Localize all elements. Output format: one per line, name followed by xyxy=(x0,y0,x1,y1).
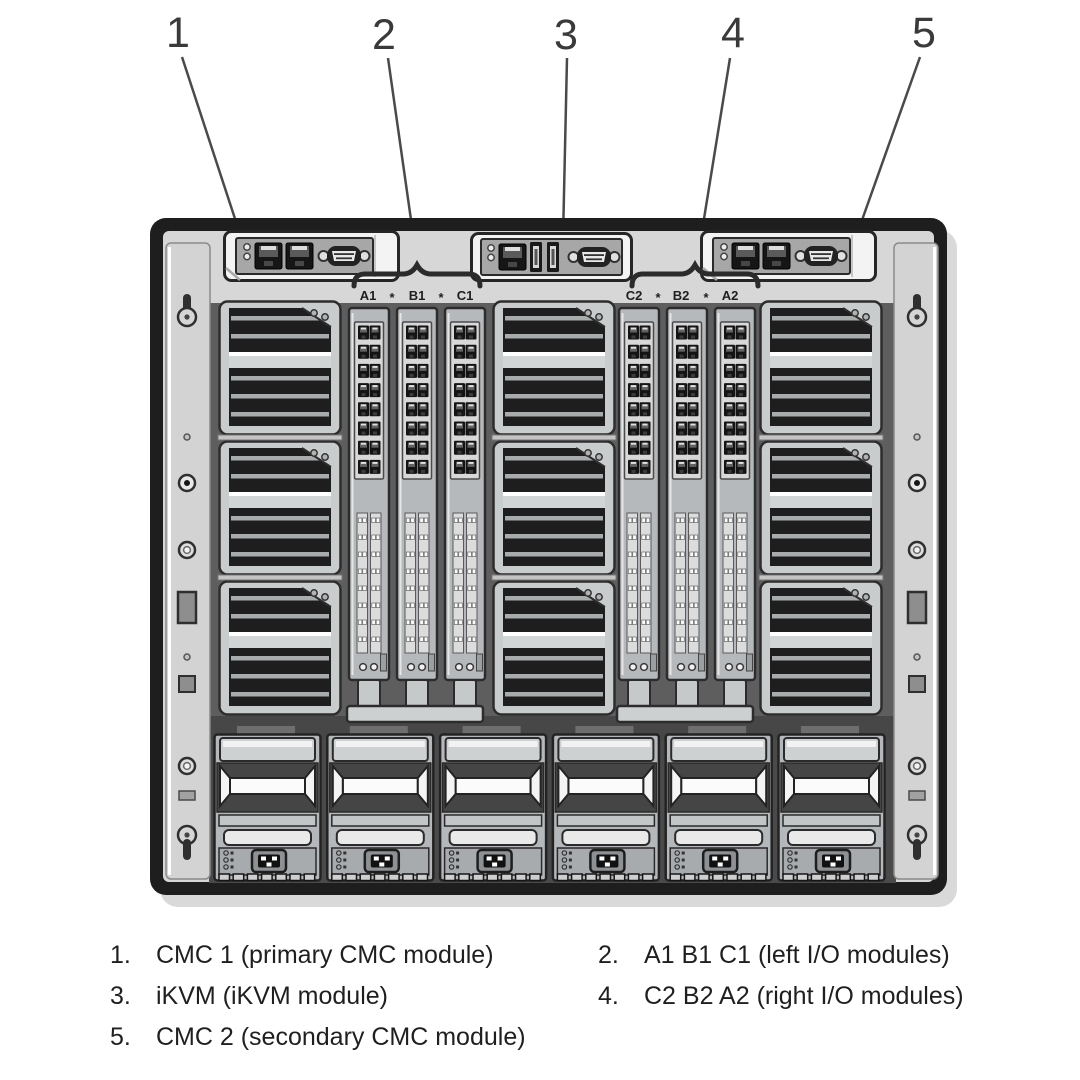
legend-item-3: 3. iKVM (iKVM module) xyxy=(110,982,388,1011)
psu-6 xyxy=(777,724,886,882)
io-module-a1 xyxy=(349,308,389,710)
legend-label: iKVM (iKVM module) xyxy=(156,982,388,1010)
legend-number: 4. xyxy=(598,982,619,1010)
blank-panel xyxy=(218,300,342,436)
io-module-b2 xyxy=(667,308,707,710)
blank-panel xyxy=(759,300,883,436)
callout-line-1 xyxy=(180,56,242,235)
legend-item-5: 5. CMC 2 (secondary CMC module) xyxy=(110,1023,526,1052)
io-label-b2: B2 xyxy=(673,288,690,303)
legend-label: A1 B1 C1 (left I/O modules) xyxy=(644,941,950,969)
callout-number-2: 2 xyxy=(372,11,396,59)
right-mounting-rail xyxy=(893,242,939,880)
legend-number: 5. xyxy=(110,1023,131,1051)
io-label-separator: * xyxy=(389,290,395,305)
io-label-a2: A2 xyxy=(722,288,739,303)
io-label-c2: C2 xyxy=(626,288,643,303)
legend-item-1: 1. CMC 1 (primary CMC module) xyxy=(110,941,494,970)
right-io-tray xyxy=(615,704,755,724)
psu-3 xyxy=(438,724,548,882)
io-label-separator: * xyxy=(655,290,661,305)
legend-number: 3. xyxy=(110,982,131,1010)
left-mounting-rail xyxy=(165,242,211,880)
callout-number-5: 5 xyxy=(912,9,936,57)
io-module-c1 xyxy=(445,308,485,710)
io-module-b1 xyxy=(397,308,437,710)
legend-number: 1. xyxy=(110,941,131,969)
psu-2 xyxy=(326,724,435,882)
io-label-separator: * xyxy=(438,290,444,305)
blank-panel-columns xyxy=(217,300,884,716)
left-io-tray xyxy=(345,704,485,724)
callout-line-5 xyxy=(854,56,922,238)
legend-item-2: 2. A1 B1 C1 (left I/O modules) xyxy=(598,941,950,970)
io-module-c2 xyxy=(619,308,659,710)
callout-number-4: 4 xyxy=(721,9,745,57)
blank-panel xyxy=(492,440,616,576)
ikvm-module xyxy=(472,234,632,281)
blank-panel xyxy=(492,580,616,716)
callout-number-1: 1 xyxy=(166,9,190,57)
io-modules xyxy=(345,308,755,724)
blank-panel xyxy=(759,440,883,576)
callout-line-3 xyxy=(561,57,569,240)
blank-panel xyxy=(218,440,342,576)
legend-number: 2. xyxy=(598,941,619,969)
io-label-a1: A1 xyxy=(360,288,377,303)
io-label-separator: * xyxy=(703,290,709,305)
io-label-c1: C1 xyxy=(457,288,474,303)
io-module-a2 xyxy=(715,308,755,710)
blank-panel xyxy=(492,300,616,436)
blank-panel xyxy=(218,580,342,716)
io-label-b1: B1 xyxy=(409,288,426,303)
legend-label: CMC 1 (primary CMC module) xyxy=(156,941,494,969)
psu-1 xyxy=(213,724,322,882)
psu-5 xyxy=(664,724,773,882)
callout-number-3: 3 xyxy=(554,11,578,59)
legend-label: CMC 2 (secondary CMC module) xyxy=(156,1023,526,1051)
legend-label: C2 B2 A2 (right I/O modules) xyxy=(644,982,964,1010)
blank-panel xyxy=(759,580,883,716)
psu-4 xyxy=(551,724,661,882)
legend-item-4: 4. C2 B2 A2 (right I/O modules) xyxy=(598,982,964,1011)
